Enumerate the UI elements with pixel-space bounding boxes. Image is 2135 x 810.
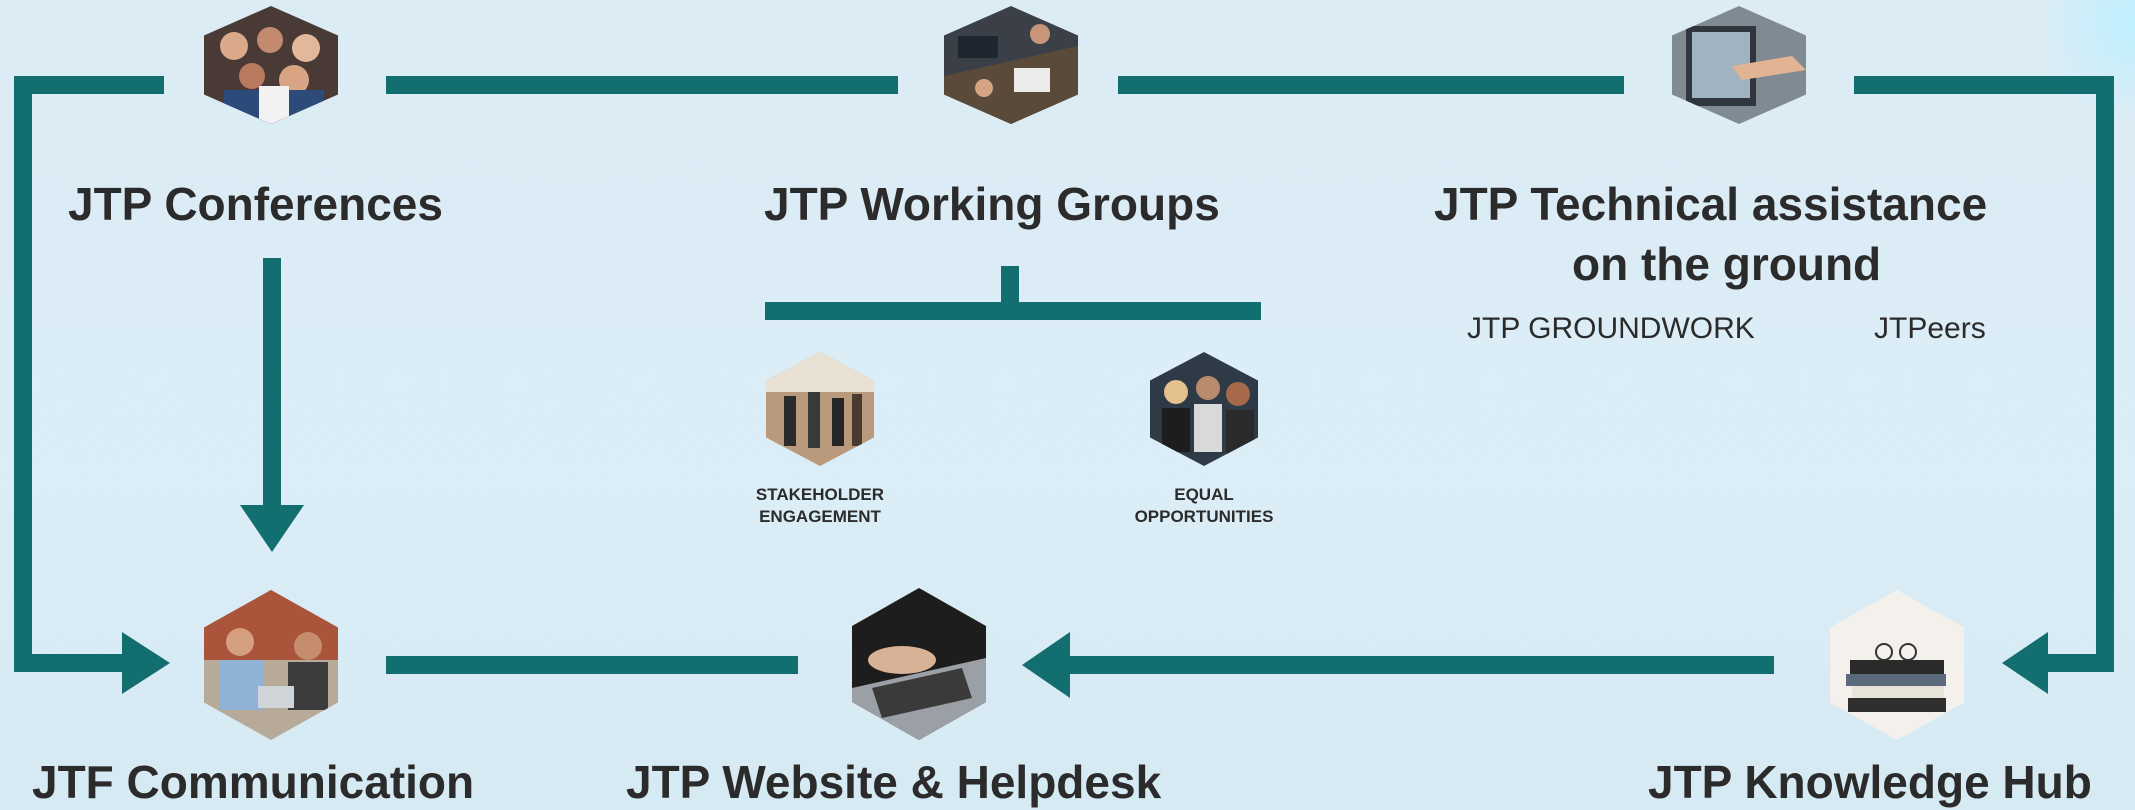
equal-opps-line1: EQUAL: [1174, 485, 1234, 504]
arrow-conf-down: [240, 505, 304, 552]
connector-working-to-technical: [1118, 76, 1624, 94]
stakeholder-photo-hex: [766, 352, 874, 466]
stakeholder-line1: STAKEHOLDER: [755, 485, 885, 504]
technical-photo-hex: [1672, 6, 1806, 124]
connector-conf-down: [263, 258, 281, 508]
knowledge-hub-title: JTP Knowledge Hub: [1648, 756, 2092, 808]
panel-women-icon: [1150, 352, 1258, 466]
connector-left-bottom-h: [14, 654, 136, 672]
equal-opps-line2: OPPORTUNITIES: [1134, 507, 1274, 526]
communication-title: JTF Communication: [32, 756, 475, 808]
arrow-into-communication: [122, 632, 170, 694]
jtpeers-label: JTPeers: [1874, 312, 1986, 345]
connector-group: [14, 76, 2114, 698]
bracket-stem: [1001, 266, 1019, 304]
bracket-bar: [765, 302, 1261, 320]
equal-opps-label: EQUAL OPPORTUNITIES: [1122, 484, 1286, 528]
arrow-into-knowledge-hub: [2002, 632, 2048, 694]
networking-event-icon: [766, 352, 874, 466]
stakeholder-line2: ENGAGEMENT: [759, 507, 881, 526]
equal-opps-photo-hex: [1150, 352, 1258, 466]
connector-conf-to-working: [386, 76, 898, 94]
connector-right-bottom-h: [2048, 654, 2114, 672]
connector-hub-to-website: [1066, 656, 1774, 674]
connector-top-right-h: [1854, 76, 2114, 94]
technical-assistance-title-1: JTP Technical assistance: [1434, 178, 1988, 230]
connector-right-vertical: [2096, 76, 2114, 672]
website-title: JTP Website & Helpdesk: [626, 756, 1162, 808]
conferences-title: JTP Conferences: [68, 178, 443, 230]
connector-top-left-corner-h: [14, 76, 164, 94]
working-groups-title: JTP Working Groups: [764, 178, 1220, 230]
connector-comm-to-website: [386, 656, 798, 674]
corner-glow: [2035, 0, 2135, 120]
groundwork-label: JTP GROUNDWORK: [1467, 312, 1755, 345]
connector-left-vertical: [14, 76, 32, 672]
arrow-into-website: [1022, 632, 1070, 698]
laptop-pointing-icon: [1672, 6, 1806, 124]
stakeholder-label: STAKEHOLDER ENGAGEMENT: [738, 484, 902, 528]
knowledge-hub-photo-hex: [1830, 590, 1964, 740]
technical-assistance-title-2: on the ground: [1572, 238, 1882, 290]
books-glasses-icon: [1830, 590, 1964, 740]
